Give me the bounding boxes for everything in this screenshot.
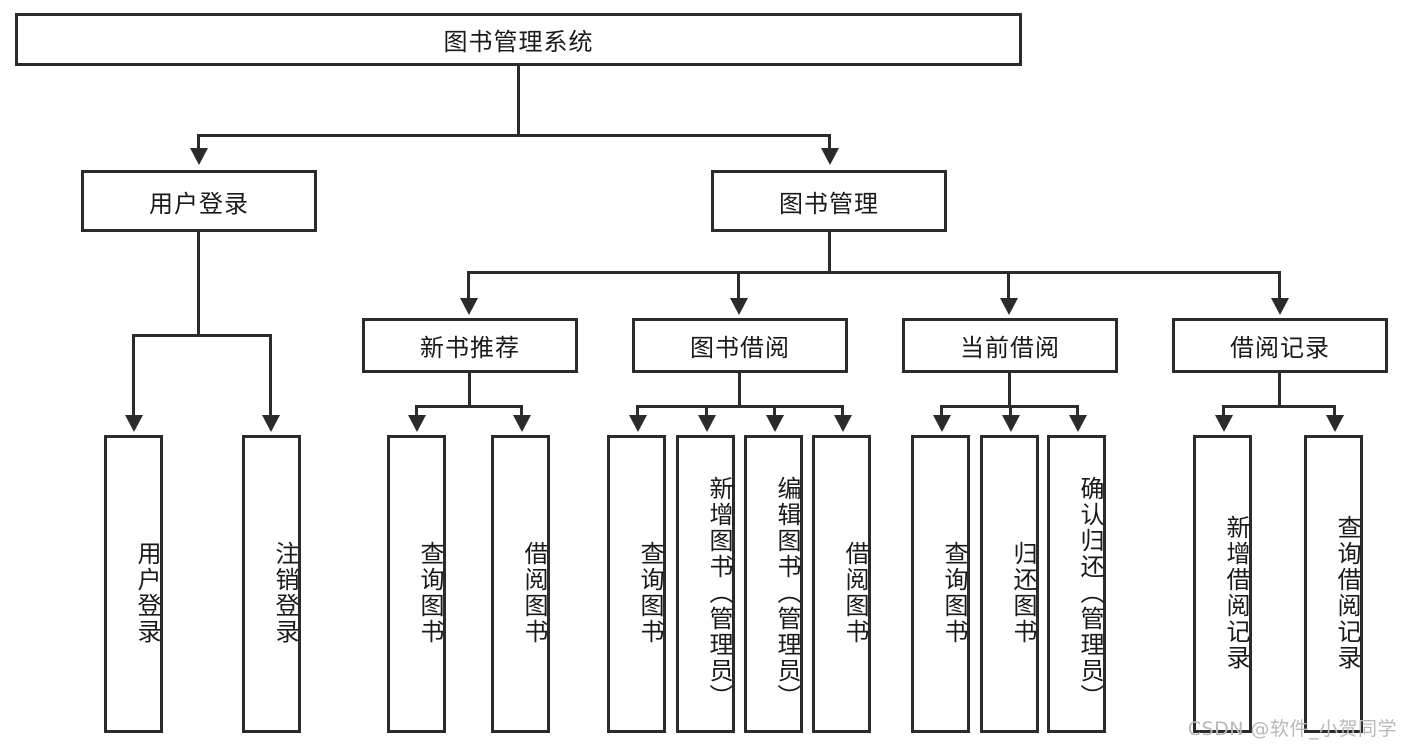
connector-current-borrow-stem [1008, 373, 1011, 405]
connector-bb-to-leaf-3 [841, 405, 844, 418]
leaf-query-book-3[interactable]: 查询图书 [911, 435, 970, 733]
connector-book-manage-stem [828, 232, 831, 271]
arrow-br-to-leaf-0 [1215, 415, 1233, 432]
leaf-borrow-book-1-label: 借阅图书 [520, 541, 548, 645]
connector-new-book-recommend-bar [415, 405, 523, 408]
node-new-book-recommend-label: 新书推荐 [420, 334, 520, 362]
connector-book-manage-to-l3-2 [1007, 271, 1010, 301]
connector-bb-to-leaf-0 [636, 405, 639, 418]
leaf-query-record-label: 查询借阅记录 [1333, 515, 1361, 671]
arrow-br-to-leaf-1 [1326, 415, 1344, 432]
leaf-user-login[interactable]: 用户登录 [104, 435, 163, 733]
connector-book-borrow-bar [636, 405, 844, 408]
leaf-query-book-2-label: 查询图书 [636, 541, 664, 645]
leaf-query-record[interactable]: 查询借阅记录 [1304, 435, 1363, 733]
node-borrow-record[interactable]: 借阅记录 [1172, 318, 1388, 373]
csdn-watermark: CSDN @软件_小贺同学 [1187, 718, 1397, 740]
arrow-book-manage-to-l3-2 [1000, 298, 1018, 315]
leaf-add-record[interactable]: 新增借阅记录 [1193, 435, 1252, 733]
node-book-manage[interactable]: 图书管理 [711, 170, 947, 232]
leaf-return-book-label: 归还图书 [1009, 541, 1037, 645]
arrow-bb-to-leaf-1 [698, 415, 716, 432]
node-current-borrow-label: 当前借阅 [960, 334, 1060, 362]
leaf-confirm-return[interactable]: 确认归还（管理员） [1047, 435, 1106, 733]
node-root-label: 图书管理系统 [443, 28, 594, 56]
node-book-borrow-label: 图书借阅 [690, 334, 790, 362]
leaf-borrow-book-1[interactable]: 借阅图书 [491, 435, 550, 733]
arrow-cb-to-leaf-1 [1002, 415, 1020, 432]
connector-cb-to-leaf-2 [1076, 405, 1079, 418]
node-new-book-recommend[interactable]: 新书推荐 [362, 318, 578, 373]
leaf-add-record-label: 新增借阅记录 [1222, 515, 1250, 671]
leaf-return-book[interactable]: 归还图书 [980, 435, 1039, 733]
node-current-borrow[interactable]: 当前借阅 [902, 318, 1118, 373]
arrow-cb-to-leaf-0 [933, 415, 951, 432]
connector-nbr-to-leaf-1 [520, 405, 523, 418]
connector-cb-to-leaf-1 [1009, 405, 1012, 418]
arrow-book-manage-to-l3-3 [1271, 298, 1289, 315]
connector-book-borrow-stem [738, 373, 741, 405]
leaf-add-book[interactable]: 新增图书（管理员） [676, 435, 735, 733]
connector-book-manage-bar [467, 271, 1281, 274]
connector-root-stem [517, 66, 520, 134]
connector-root-bar [197, 134, 831, 137]
node-borrow-record-label: 借阅记录 [1230, 334, 1330, 362]
arrow-user-login-to-leaf-0 [125, 415, 143, 432]
node-book-borrow[interactable]: 图书借阅 [632, 318, 848, 373]
connector-nbr-to-leaf-0 [415, 405, 418, 418]
arrow-bb-to-leaf-2 [766, 415, 784, 432]
leaf-add-book-label: 新增图书（管理员） [705, 476, 733, 710]
arrow-root-to-book-manage [821, 148, 839, 165]
arrow-book-manage-to-l3-1 [730, 298, 748, 315]
leaf-borrow-book-2-label: 借阅图书 [841, 541, 869, 645]
leaf-query-book-1[interactable]: 查询图书 [387, 435, 446, 733]
leaf-query-book-1-label: 查询图书 [416, 541, 444, 645]
arrow-user-login-to-leaf-1 [262, 415, 280, 432]
connector-book-manage-to-l3-3 [1278, 271, 1281, 301]
connector-borrow-record-bar [1222, 405, 1336, 408]
connector-user-login-to-leaf-1 [269, 334, 272, 418]
leaf-confirm-return-label: 确认归还（管理员） [1076, 476, 1104, 710]
arrow-cb-to-leaf-2 [1069, 415, 1087, 432]
connector-book-manage-to-l3-1 [737, 271, 740, 301]
node-user-login-label: 用户登录 [149, 189, 249, 218]
arrow-bb-to-leaf-0 [629, 415, 647, 432]
connector-user-login-to-leaf-0 [132, 334, 135, 418]
leaf-query-book-2[interactable]: 查询图书 [607, 435, 666, 733]
connector-bb-to-leaf-2 [773, 405, 776, 418]
leaf-user-logout-label: 注销登录 [271, 541, 299, 645]
connector-root-to-user-login [197, 134, 200, 152]
connector-bb-to-leaf-1 [705, 405, 708, 418]
leaf-query-book-3-label: 查询图书 [940, 541, 968, 645]
connector-user-login-stem [197, 232, 200, 334]
connector-new-book-recommend-stem [468, 373, 471, 405]
arrow-book-manage-to-l3-0 [460, 298, 478, 315]
connector-root-to-book-manage [828, 134, 831, 152]
arrow-nbr-to-leaf-1 [513, 415, 531, 432]
connector-br-to-leaf-0 [1222, 405, 1225, 418]
connector-cb-to-leaf-0 [940, 405, 943, 418]
node-user-login[interactable]: 用户登录 [81, 170, 317, 232]
connector-book-manage-to-l3-0 [467, 271, 470, 301]
node-book-manage-label: 图书管理 [779, 189, 879, 218]
arrow-root-to-user-login [190, 148, 208, 165]
leaf-user-login-label: 用户登录 [133, 541, 161, 645]
node-root[interactable]: 图书管理系统 [15, 13, 1022, 66]
connector-user-login-bar [132, 334, 271, 337]
arrow-bb-to-leaf-3 [834, 415, 852, 432]
leaf-edit-book-label: 编辑图书（管理员） [773, 476, 801, 710]
leaf-borrow-book-2[interactable]: 借阅图书 [812, 435, 871, 733]
arrow-nbr-to-leaf-0 [408, 415, 426, 432]
connector-br-to-leaf-1 [1333, 405, 1336, 418]
leaf-user-logout[interactable]: 注销登录 [242, 435, 301, 733]
connector-borrow-record-stem [1278, 373, 1281, 405]
leaf-edit-book[interactable]: 编辑图书（管理员） [744, 435, 803, 733]
